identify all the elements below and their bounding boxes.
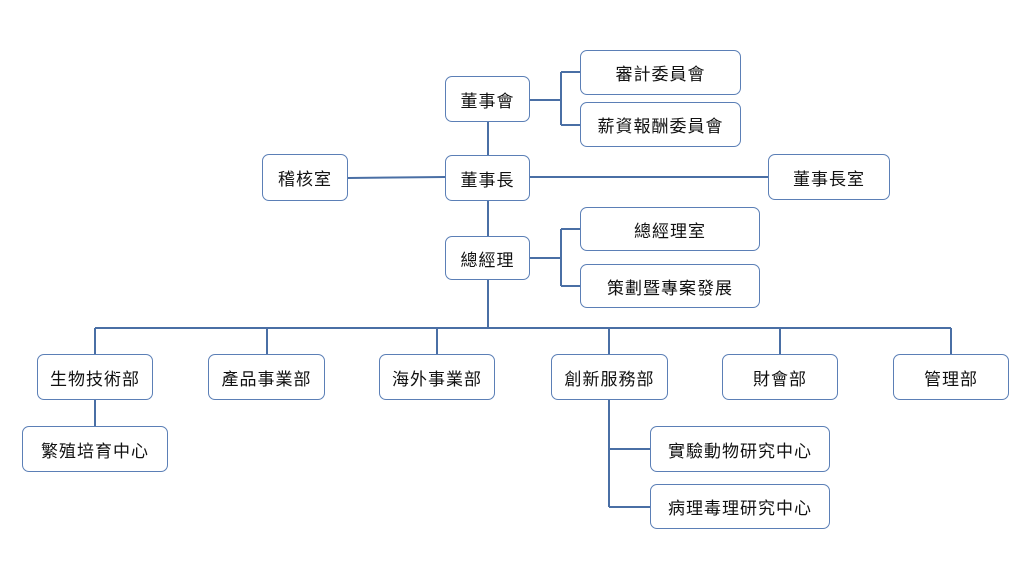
animal-research-center-node: 實驗動物研究中心 <box>650 426 830 472</box>
product-dept-node: 產品事業部 <box>208 354 325 400</box>
overseas-dept-node: 海外事業部 <box>379 354 495 400</box>
management-dept-node: 管理部 <box>893 354 1009 400</box>
breeding-center-node: 繁殖培育中心 <box>22 426 168 472</box>
audit-committee-node: 審計委員會 <box>580 50 741 95</box>
internal-audit-node: 稽核室 <box>262 154 348 201</box>
finance-dept-node: 財會部 <box>722 354 838 400</box>
chairman-node: 董事長 <box>445 155 530 201</box>
president-node: 總經理 <box>445 236 530 280</box>
compensation-committee-node: 薪資報酬委員會 <box>580 102 741 147</box>
connector <box>347 176 446 179</box>
innovation-dept-node: 創新服務部 <box>551 354 668 400</box>
planning-node: 策劃暨專案發展 <box>580 264 760 308</box>
president-office-node: 總經理室 <box>580 207 760 251</box>
pathology-research-center-node: 病理毒理研究中心 <box>650 484 830 529</box>
chairman-office-node: 董事長室 <box>768 154 890 200</box>
board-node: 董事會 <box>445 76 530 122</box>
biotech-dept-node: 生物技術部 <box>37 354 153 400</box>
